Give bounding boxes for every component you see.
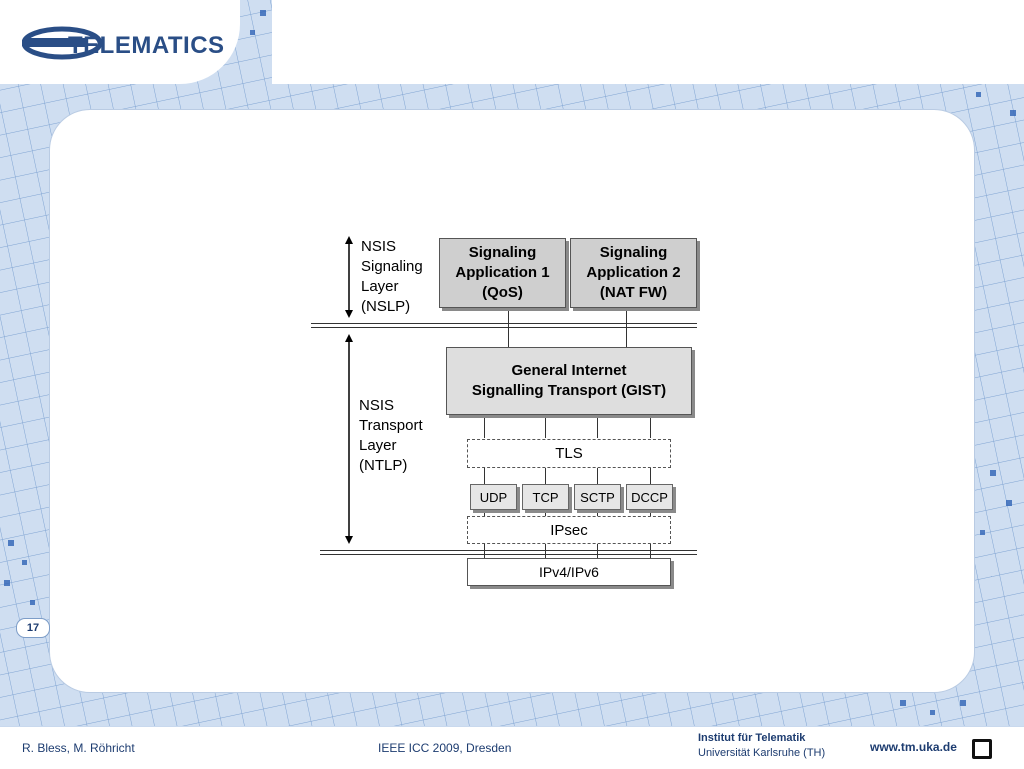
connector-tls-3 — [597, 468, 598, 484]
footer-authors: R. Bless, M. Röhricht — [22, 741, 135, 755]
tcp-box: TCP — [522, 484, 569, 510]
udp-box: UDP — [470, 484, 517, 510]
logo-text: TELEMATICS — [68, 32, 225, 59]
connector-transport-1 — [484, 510, 485, 516]
tls-box: TLS — [467, 439, 671, 468]
connector-tls-2 — [545, 468, 546, 484]
footer-bar: R. Bless, M. Röhricht IEEE ICC 2009, Dre… — [0, 726, 1024, 769]
connector-ip-1 — [484, 544, 485, 558]
layer-separator-bottom-2 — [320, 554, 697, 555]
footer-institute: Institut für Telematik — [698, 732, 806, 744]
connector-gist-3 — [597, 416, 598, 438]
connector-gist-1 — [484, 416, 485, 438]
connector-gist-2 — [545, 416, 546, 438]
connector-transport-4 — [650, 510, 651, 516]
sctp-box: SCTP — [574, 484, 621, 510]
header-logo-panel: TELEMATICS — [0, 0, 240, 84]
connector-tls-4 — [650, 468, 651, 484]
connector-ip-4 — [650, 544, 651, 558]
connector-transport-3 — [597, 510, 598, 516]
connector-ip-3 — [597, 544, 598, 558]
logo-swoosh-icon — [21, 26, 103, 60]
header-bar — [272, 0, 1024, 84]
footer-conference: IEEE ICC 2009, Dresden — [378, 741, 512, 755]
connector-tls-1 — [484, 468, 485, 484]
nslp-label: NSIS Signaling Layer (NSLP) — [361, 238, 423, 315]
connector-ip-2 — [545, 544, 546, 558]
layer-arrows — [345, 236, 353, 544]
connector-gist-4 — [650, 416, 651, 438]
footer-university: Universität Karlsruhe (TH) — [698, 747, 826, 759]
ntlp-label: NSIS Transport Layer (NTLP) — [359, 397, 423, 474]
footer-url-link[interactable]: www.tm.uka.de — [870, 740, 957, 754]
layer-separator-top — [311, 323, 697, 324]
layer-separator-bottom — [320, 550, 697, 551]
connector-transport-2 — [545, 510, 546, 516]
connector-app1 — [508, 308, 509, 348]
layer-separator-top-2 — [311, 327, 697, 328]
university-logo-icon — [972, 739, 992, 759]
page-number: 17 — [16, 618, 50, 638]
connector-app2 — [626, 308, 627, 348]
ipsec-box: IPsec — [467, 516, 671, 544]
dccp-box: DCCP — [626, 484, 673, 510]
telematics-logo: TELEMATICS — [21, 18, 224, 68]
ip-box: IPv4/IPv6 — [467, 558, 671, 586]
